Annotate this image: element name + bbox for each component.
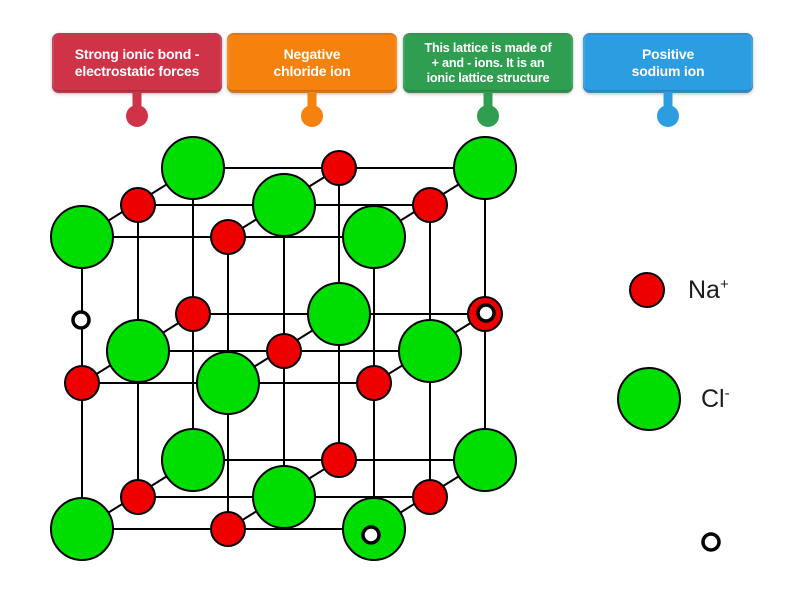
label-card-positive-sodium-ion: Positive sodium ion <box>583 33 753 138</box>
cl-legend-swatch <box>617 367 681 431</box>
label-box[interactable]: Positive sodium ion <box>583 33 753 93</box>
cl-ion <box>50 497 114 561</box>
cl-charge-superscript: - <box>724 385 730 402</box>
label-pin-dot <box>301 105 323 127</box>
cl-ion <box>106 319 170 383</box>
cl-ion <box>196 351 260 415</box>
label-text-line: This lattice is made of <box>424 40 552 55</box>
label-box[interactable]: Negative chloride ion <box>227 33 397 93</box>
cl-ion <box>50 205 114 269</box>
cl-ion <box>453 428 517 492</box>
na-ion <box>120 479 156 515</box>
label-text-line: + and - ions. It is an <box>431 55 545 70</box>
label-pin-dot <box>657 105 679 127</box>
label-text-line: Strong ionic bond - <box>74 46 200 62</box>
cl-symbol: Cl <box>701 385 725 413</box>
label-card-negative-chloride-ion: Negative chloride ion <box>227 33 397 138</box>
label-pin-stem <box>132 92 142 108</box>
label-pin-dot <box>126 105 148 127</box>
label-pin-stem <box>307 92 317 108</box>
answer-target-spot[interactable] <box>701 532 721 552</box>
label-text-line: sodium ion <box>631 63 705 79</box>
na-charge-superscript: + <box>719 276 729 293</box>
na-legend-swatch <box>629 272 665 308</box>
label-text-line: Positive <box>641 46 695 62</box>
na-ion <box>356 365 392 401</box>
label-card-strong-ionic-bond: Strong ionic bond - electrostatic forces <box>52 33 222 138</box>
na-ion <box>175 296 211 332</box>
cl-ion <box>252 173 316 237</box>
label-pin-dot <box>477 105 499 127</box>
cl-ion <box>161 428 225 492</box>
label-box[interactable]: This lattice is made of + and - ions. It… <box>403 33 573 93</box>
na-symbol: Na <box>688 276 720 304</box>
answer-target-spot[interactable] <box>476 303 496 323</box>
cl-legend-label: Cl- <box>701 385 730 414</box>
label-text-line: ionic lattice structure <box>426 70 550 85</box>
na-ion <box>412 479 448 515</box>
cl-ion <box>398 319 462 383</box>
answer-target-spot[interactable] <box>71 310 91 330</box>
cl-ion <box>252 465 316 529</box>
na-ion <box>321 150 357 186</box>
cl-ion <box>307 282 371 346</box>
label-box[interactable]: Strong ionic bond - electrostatic forces <box>52 33 222 93</box>
label-text-line: Negative <box>283 46 341 62</box>
na-ion <box>266 333 302 369</box>
na-ion <box>321 442 357 478</box>
na-ion <box>120 187 156 223</box>
na-ion <box>210 511 246 547</box>
cl-ion <box>453 136 517 200</box>
na-legend-label: Na+ <box>688 276 729 305</box>
answer-target-spot[interactable] <box>361 525 381 545</box>
na-ion <box>210 219 246 255</box>
na-ion <box>64 365 100 401</box>
label-text-line: chloride ion <box>273 63 351 79</box>
label-pin-stem <box>483 92 493 108</box>
label-pin-stem <box>663 92 673 108</box>
na-ion <box>412 187 448 223</box>
label-text-line: electrostatic forces <box>74 63 200 79</box>
label-card-ionic-lattice-structure: This lattice is made of + and - ions. It… <box>403 33 573 138</box>
cl-ion <box>161 136 225 200</box>
cl-ion <box>342 205 406 269</box>
